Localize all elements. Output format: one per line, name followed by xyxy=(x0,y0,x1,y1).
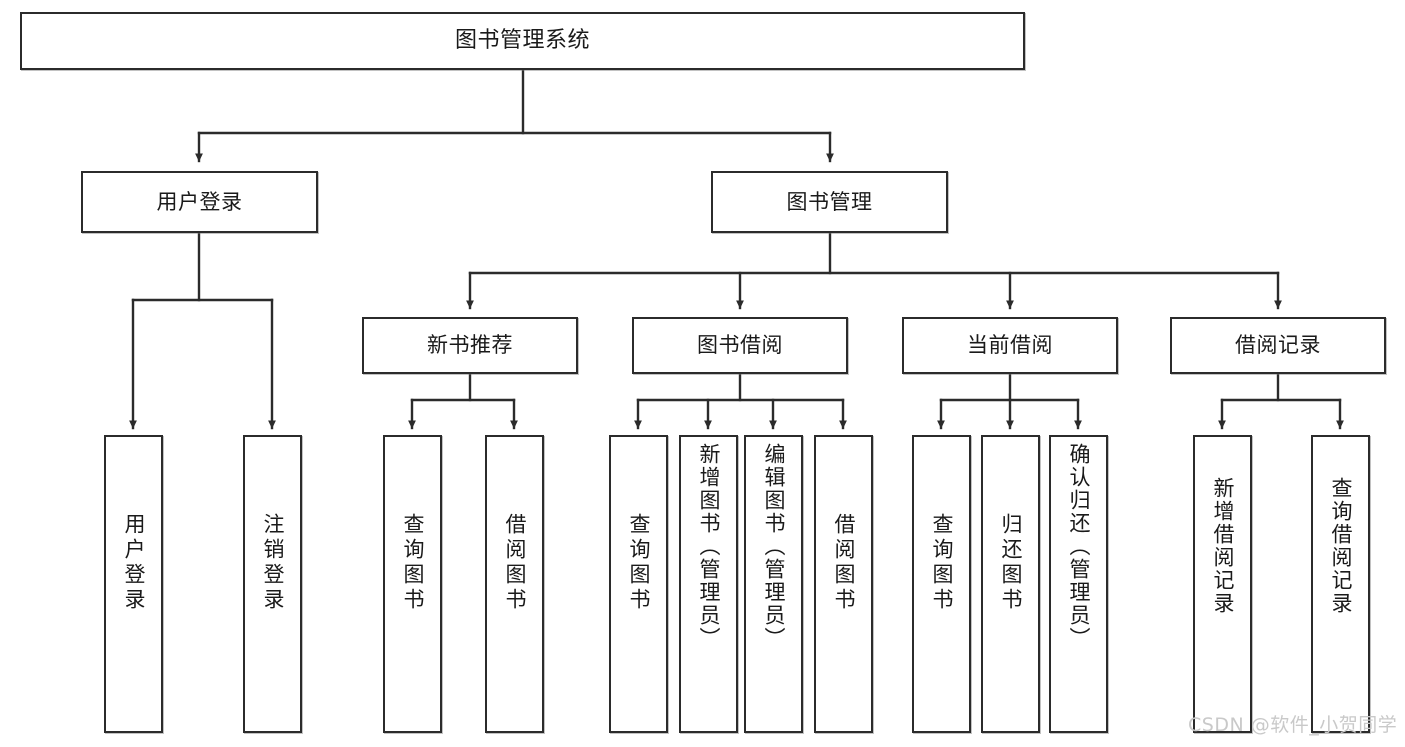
node-leaf-add-record[interactable]: 新增借阅记录 xyxy=(1193,435,1252,733)
node-book-manage[interactable]: 图书管理 xyxy=(711,171,948,233)
node-label: 图书管理 xyxy=(786,189,873,214)
node-label: 当前借阅 xyxy=(967,333,1053,358)
node-user-login[interactable]: 用户登录 xyxy=(81,171,318,233)
node-leaf-query-book-1[interactable]: 查询图书 xyxy=(383,435,442,733)
node-label: 查询图书 xyxy=(627,513,651,613)
node-label: 新增图书（管理员） xyxy=(697,443,721,650)
watermark-text: CSDN @软件_小贺同学 xyxy=(1188,714,1398,736)
node-label: 查询图书 xyxy=(401,513,425,613)
node-label: 图书借阅 xyxy=(697,333,783,358)
node-label: 确认归还（管理员） xyxy=(1067,443,1091,650)
node-label: 借阅图书 xyxy=(503,513,527,613)
node-borrow-record[interactable]: 借阅记录 xyxy=(1170,317,1386,374)
node-label: 用户登录 xyxy=(156,189,243,214)
node-leaf-borrow-book-1[interactable]: 借阅图书 xyxy=(485,435,544,733)
node-leaf-logout-login[interactable]: 注销登录 xyxy=(243,435,302,733)
node-new-book-rec[interactable]: 新书推荐 xyxy=(362,317,578,374)
node-label: 编辑图书（管理员） xyxy=(762,443,786,650)
node-book-borrow[interactable]: 图书借阅 xyxy=(632,317,848,374)
node-label: 注销登录 xyxy=(261,513,285,613)
node-leaf-add-book[interactable]: 新增图书（管理员） xyxy=(679,435,738,733)
node-leaf-user-login[interactable]: 用户登录 xyxy=(104,435,163,733)
node-leaf-edit-book[interactable]: 编辑图书（管理员） xyxy=(744,435,803,733)
node-label: 归还图书 xyxy=(999,513,1023,613)
node-label: 用户登录 xyxy=(122,513,146,613)
node-leaf-confirm-return[interactable]: 确认归还（管理员） xyxy=(1049,435,1108,733)
node-label: 借阅图书 xyxy=(832,513,856,613)
node-leaf-return-book[interactable]: 归还图书 xyxy=(981,435,1040,733)
node-leaf-query-book-3[interactable]: 查询图书 xyxy=(912,435,971,733)
node-label: 新增借阅记录 xyxy=(1211,477,1235,615)
node-label: 借阅记录 xyxy=(1235,333,1321,358)
node-leaf-query-record[interactable]: 查询借阅记录 xyxy=(1311,435,1370,733)
node-current-borrow[interactable]: 当前借阅 xyxy=(902,317,1118,374)
node-label: 查询图书 xyxy=(930,513,954,613)
node-label: 新书推荐 xyxy=(427,333,513,358)
node-root-system[interactable]: 图书管理系统 xyxy=(20,12,1025,70)
node-label: 图书管理系统 xyxy=(454,28,590,54)
node-leaf-borrow-book-2[interactable]: 借阅图书 xyxy=(814,435,873,733)
node-leaf-query-book-2[interactable]: 查询图书 xyxy=(609,435,668,733)
node-label: 查询借阅记录 xyxy=(1329,477,1353,615)
